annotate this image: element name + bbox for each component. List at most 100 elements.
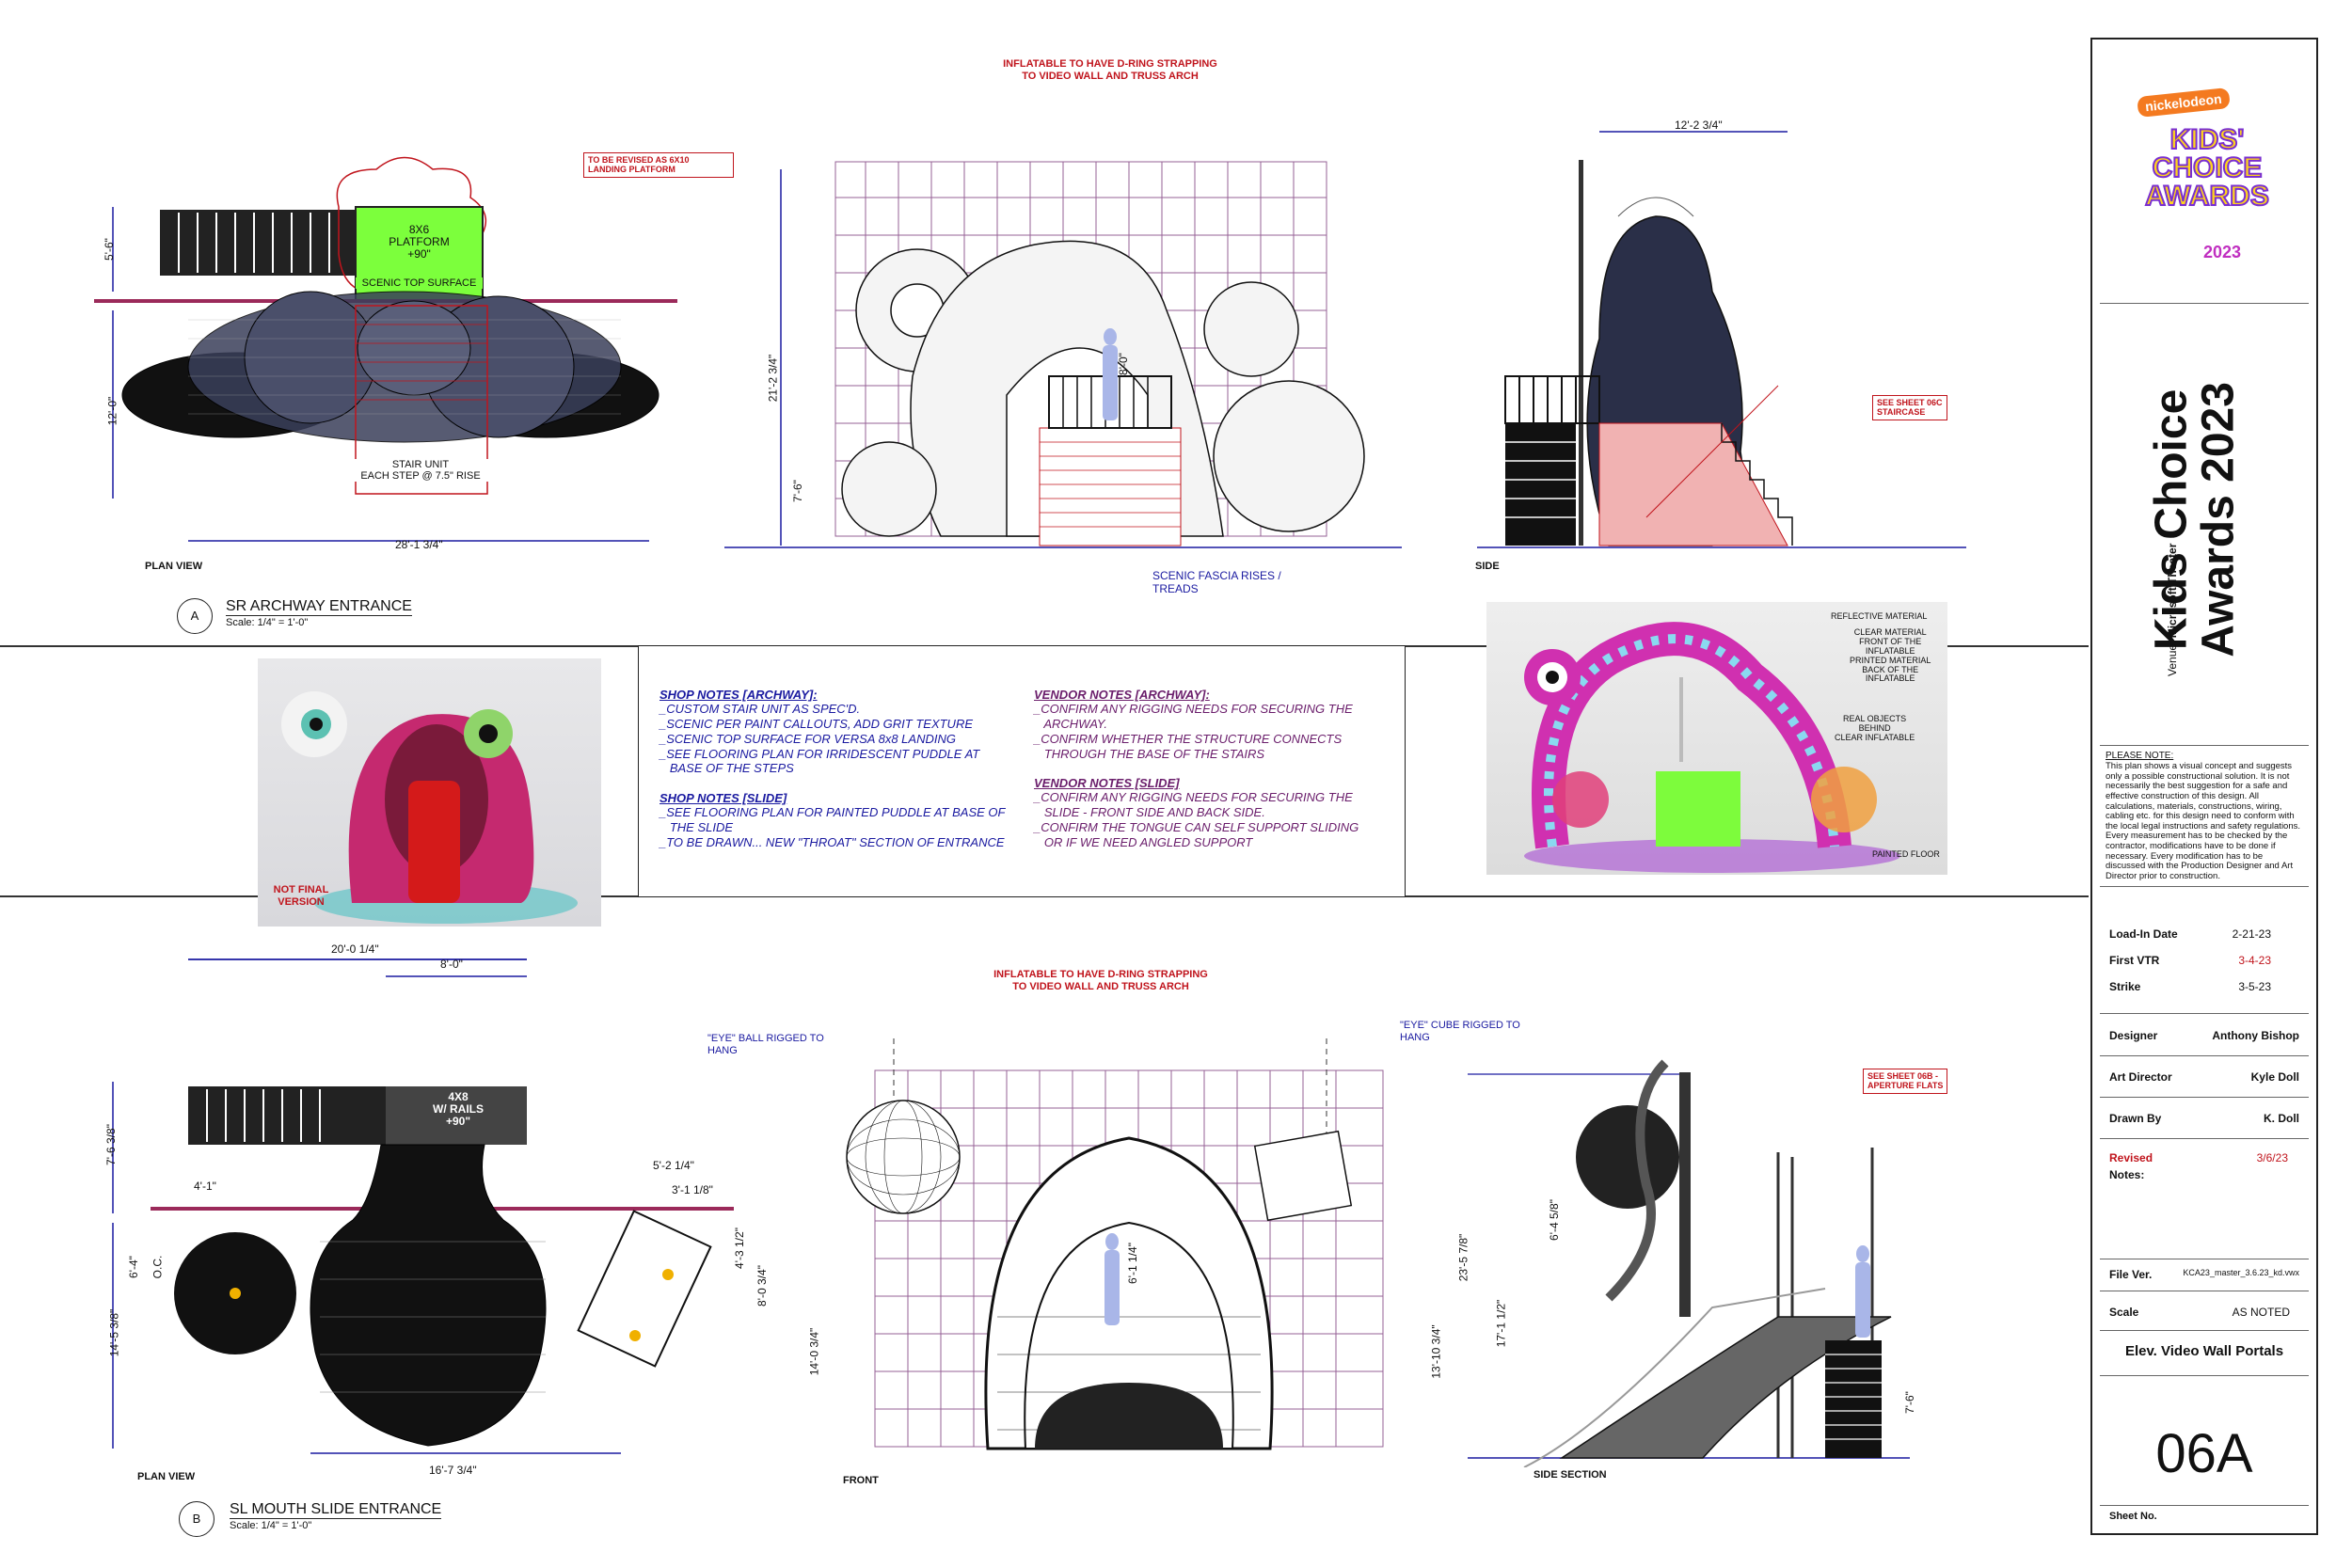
- inflatable-note-bottom: INFLATABLE TO HAVE D-RING STRAPPING TO V…: [993, 969, 1208, 992]
- front-label: FRONT: [843, 1475, 879, 1486]
- shop-notes-archway: SHOP NOTES [ARCHWAY]: _CUSTOM STAIR UNIT…: [660, 688, 1036, 850]
- shop-note-item: _TO BE DRAWN... NEW "THROAT" SECTION OF …: [660, 835, 1005, 850]
- section-scale-b: Scale: 1/4" = 1'-0": [230, 1520, 312, 1531]
- revision-callout: TO BE REVISED AS 6X10 LANDING PLATFORM: [583, 152, 734, 178]
- plan-view-label-b: PLAN VIEW: [137, 1471, 196, 1482]
- dim-16-7-3-4: 16'-7 3/4": [429, 1464, 477, 1477]
- shop-note-item: _CUSTOM STAIR UNIT AS SPEC'D.: [660, 702, 861, 716]
- shop-notes-box: SHOP NOTES [ARCHWAY]: _CUSTOM STAIR UNIT…: [638, 645, 1406, 897]
- shop-note-item: _SCENIC PER PAINT CALLOUTS, ADD GRIT TEX…: [660, 716, 973, 731]
- tb-divider: [2100, 1097, 2309, 1098]
- shop-note-item: _SEE FLOORING PLAN FOR PAINTED PUDDLE AT…: [660, 805, 1006, 820]
- vendor-note-item: ARCHWAY.: [1034, 716, 1108, 731]
- designer-value: Anthony Bishop: [2212, 1029, 2299, 1042]
- dim-12-2-3-4: 12'-2 3/4": [1675, 119, 1723, 132]
- load-in-value: 2-21-23: [2232, 927, 2271, 941]
- photo-left-caption: NOT FINAL VERSION: [273, 884, 329, 908]
- dim-7-6-b: 7'-6": [1902, 1391, 1916, 1414]
- logo-main: KIDS' CHOICE AWARDS: [2144, 124, 2270, 212]
- shop-notes-slide-head: SHOP NOTES [SLIDE]: [660, 791, 787, 806]
- shop-note-item: _SEE FLOORING PLAN FOR IRRIDESCENT PUDDL…: [660, 746, 980, 761]
- side-label-a: SIDE: [1475, 561, 1500, 572]
- see-sheet-06c: SEE SHEET 06C STAIRCASE: [1872, 395, 1947, 420]
- dim-3-1-1-8: 3'-1 1/8": [672, 1183, 713, 1196]
- first-vtr-value: 3-4-23: [2238, 954, 2271, 967]
- dim-13-10-3-4: 13'-10 3/4": [1429, 1324, 1443, 1379]
- section-title-a: SR ARCHWAY ENTRANCE: [226, 598, 412, 616]
- section-title-b: SL MOUTH SLIDE ENTRANCE: [230, 1501, 442, 1519]
- photo-right-label-floor: PAINTED FLOOR: [1872, 849, 1940, 859]
- vendor-note-item: _CONFIRM ANY RIGGING NEEDS FOR SECURING …: [1034, 790, 1353, 805]
- shop-note-item: THE SLIDE: [660, 820, 734, 835]
- tb-divider: [2100, 1505, 2309, 1506]
- tb-divider: [2100, 303, 2309, 304]
- kca-logo: nickelodeon KIDS' CHOICE AWARDS 2023: [2119, 73, 2288, 280]
- dim-28-1-3-4: 28'-1 3/4": [395, 538, 443, 551]
- dim-4-1: 4'-1": [194, 1180, 216, 1193]
- scale-label: Scale: [2109, 1306, 2139, 1319]
- eye-cube-label: "EYE" CUBE RIGGED TO HANG: [1400, 1020, 1520, 1043]
- render-photo-archway: [1486, 602, 1947, 875]
- oc-label: O.C.: [151, 1255, 165, 1279]
- sheet-title: Elev. Video Wall Portals: [2124, 1343, 2284, 1359]
- venue: Venue: Microsoft Theater: [2166, 469, 2179, 676]
- dim-14-0-3-4: 14'-0 3/4": [807, 1327, 821, 1376]
- section-marker-a: A: [177, 598, 213, 634]
- drawn-by-label: Drawn By: [2109, 1112, 2162, 1125]
- vendor-note-item: _CONFIRM ANY RIGGING NEEDS FOR SECURING …: [1034, 702, 1353, 716]
- drawn-by-value: K. Doll: [2264, 1112, 2299, 1125]
- revised-value: 3/6/23: [2256, 1151, 2288, 1164]
- dim-4-3-1-2: 4'-3 1/2": [732, 1227, 746, 1269]
- logo-top: nickelodeon: [2137, 87, 2231, 119]
- dim-8-0-b: 8'-0": [440, 958, 463, 971]
- inflatable-note-top: INFLATABLE TO HAVE D-RING STRAPPING TO V…: [1003, 58, 1217, 82]
- title-block: nickelodeon KIDS' CHOICE AWARDS 2023 Kid…: [2090, 38, 2318, 1535]
- front-elevation-b-drawing: [846, 1035, 1384, 1450]
- dim-7-6-a: 7'-6": [790, 480, 804, 502]
- project-title: Kids Choice Awards 2023: [2146, 382, 2244, 657]
- tb-divider: [2100, 886, 2309, 887]
- platform-label-b: 4X8 W/ RAILS +90": [433, 1090, 484, 1129]
- dim-6-1-1-4: 6'-1 1/4": [1125, 1243, 1139, 1284]
- tb-divider: [2100, 745, 2309, 746]
- platform-label: 8X6 PLATFORM +90": [389, 223, 450, 261]
- scenic-top-label: SCENIC TOP SURFACE: [356, 277, 483, 289]
- tb-divider: [2100, 1330, 2309, 1331]
- tb-divider: [2100, 1375, 2309, 1376]
- venue-label: Venue:: [2166, 641, 2179, 676]
- plan-view-b-drawing: [112, 958, 734, 1454]
- eye-ball-label: "EYE" BALL RIGGED TO HANG: [707, 1033, 824, 1056]
- notes-label: Notes:: [2109, 1168, 2145, 1181]
- load-in-label: Load-In Date: [2109, 927, 2178, 941]
- vendor-note-item: OR IF WE NEED ANGLED SUPPORT: [1034, 835, 1253, 850]
- sheet-number: 06A: [2155, 1423, 2253, 1484]
- section-scale-a: Scale: 1/4" = 1'-0": [226, 617, 309, 628]
- art-director-value: Kyle Doll: [2250, 1070, 2299, 1084]
- dim-12-0: 12'-0": [105, 396, 119, 426]
- front-elevation-a-drawing: [724, 161, 1402, 548]
- photo-right-label-clear: CLEAR MATERIAL FRONT OF THE INFLATABLE P…: [1850, 627, 1931, 684]
- venue-value: Microsoft Theater: [2166, 543, 2179, 639]
- please-note-head: PLEASE NOTE:: [2106, 751, 2174, 761]
- shop-note-item: BASE OF THE STEPS: [660, 761, 794, 776]
- sheet-no-label: Sheet No.: [2109, 1511, 2157, 1522]
- scenic-fascia-label: SCENIC FASCIA RISES / TREADS: [1152, 569, 1281, 595]
- art-director-label: Art Director: [2109, 1070, 2172, 1084]
- dim-21-2-3-4: 21'-2 3/4": [766, 354, 780, 403]
- photo-right-label-reflective: REFLECTIVE MATERIAL: [1831, 611, 1928, 621]
- vendor-notes: VENDOR NOTES [ARCHWAY]: _CONFIRM ANY RIG…: [1034, 688, 1391, 850]
- vendor-note-item: _CONFIRM THE TONGUE CAN SELF SUPPORT SLI…: [1034, 820, 1359, 835]
- dim-17-1-1-2: 17'-1 1/2": [1494, 1299, 1508, 1348]
- file-ver-value: KCA23_master_3.6.23_kd.vwx: [2183, 1268, 2299, 1277]
- shop-notes-archway-head: SHOP NOTES [ARCHWAY]:: [660, 688, 818, 702]
- section-marker-b-letter: B: [192, 1512, 201, 1526]
- first-vtr-label: First VTR: [2109, 954, 2160, 967]
- dim-14-5-3-8: 14'-5 3/8": [107, 1308, 121, 1357]
- render-photo-mouth: [258, 658, 601, 927]
- revised-label: Revised: [2109, 1151, 2153, 1164]
- tb-divider: [2100, 1055, 2309, 1056]
- side-section-label: SIDE SECTION: [1534, 1469, 1607, 1481]
- designer-label: Designer: [2109, 1029, 2158, 1042]
- plan-view-a-drawing: [94, 156, 677, 542]
- vendor-notes-archway-head: VENDOR NOTES [ARCHWAY]:: [1034, 688, 1210, 702]
